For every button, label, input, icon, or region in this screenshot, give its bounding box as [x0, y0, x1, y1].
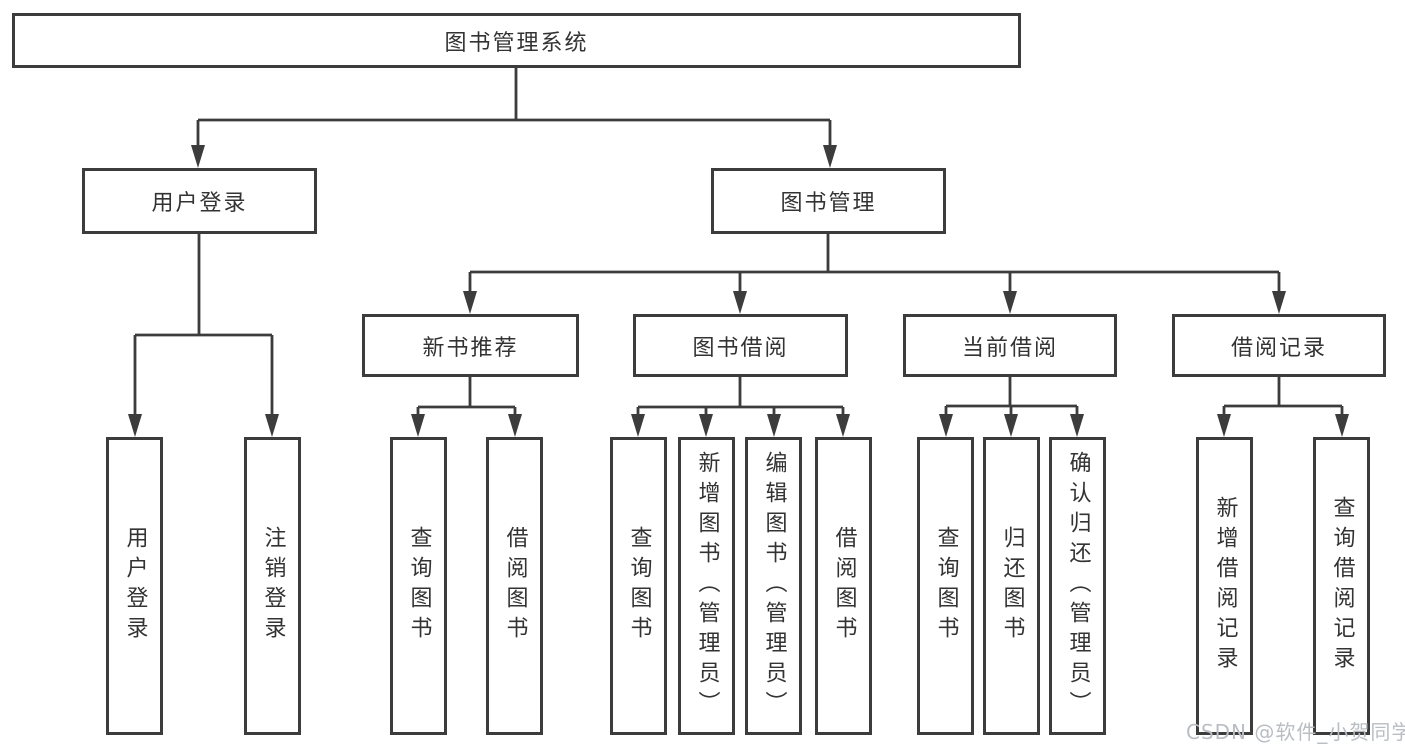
node-label: 查询图书	[933, 526, 959, 646]
node-label: 确认归还（管理员）	[1065, 451, 1091, 721]
node-label: 查询借阅记录	[1329, 496, 1355, 676]
node-label: 图书借阅	[692, 335, 789, 361]
leaf-query-book-2: 查询图书	[610, 437, 667, 735]
leaf-borrow-book-1: 借阅图书	[486, 437, 543, 735]
leaf-user-login: 用户登录	[106, 437, 163, 735]
node-label: 编辑图书（管理员）	[761, 451, 787, 721]
leaf-logout: 注销登录	[244, 437, 301, 735]
leaf-add-borrow-record: 新增借阅记录	[1196, 437, 1253, 735]
node-label: 查询图书	[406, 526, 432, 646]
node-label: 借阅记录	[1230, 335, 1327, 361]
node-library-management-system: 图书管理系统	[12, 13, 1021, 68]
node-label: 图书管理系统	[444, 30, 589, 56]
leaf-edit-book-admin: 编辑图书（管理员）	[745, 437, 802, 735]
node-book-borrow: 图书借阅	[633, 314, 848, 377]
leaf-query-borrow-record: 查询借阅记录	[1313, 437, 1370, 735]
node-borrow-record: 借阅记录	[1172, 314, 1386, 377]
node-new-book-recommend: 新书推荐	[362, 314, 579, 377]
node-label: 新书推荐	[422, 335, 519, 361]
node-user-login: 用户登录	[82, 168, 317, 234]
node-label: 图书管理	[780, 191, 877, 216]
leaf-borrow-book-2: 借阅图书	[815, 437, 872, 735]
node-label: 用户登录	[122, 526, 148, 646]
node-label: 用户登录	[151, 191, 248, 216]
node-label: 归还图书	[999, 526, 1025, 646]
node-label: 借阅图书	[831, 526, 857, 646]
csdn-watermark: CSDN @软件_小贺同学	[1186, 720, 1405, 744]
leaf-query-book-3: 查询图书	[917, 437, 974, 735]
node-label: 新增借阅记录	[1212, 496, 1238, 676]
node-current-borrow: 当前借阅	[903, 314, 1117, 377]
node-book-management: 图书管理	[711, 168, 946, 234]
leaf-query-book-1: 查询图书	[390, 437, 447, 735]
node-label: 借阅图书	[502, 526, 528, 646]
leaf-confirm-return-admin: 确认归还（管理员）	[1049, 437, 1106, 735]
node-label: 当前借阅	[961, 335, 1058, 361]
node-label: 注销登录	[260, 526, 286, 646]
node-label: 新增图书（管理员）	[694, 451, 720, 721]
node-label: 查询图书	[626, 526, 652, 646]
leaf-return-book: 归还图书	[983, 437, 1040, 735]
leaf-add-book-admin: 新增图书（管理员）	[678, 437, 735, 735]
